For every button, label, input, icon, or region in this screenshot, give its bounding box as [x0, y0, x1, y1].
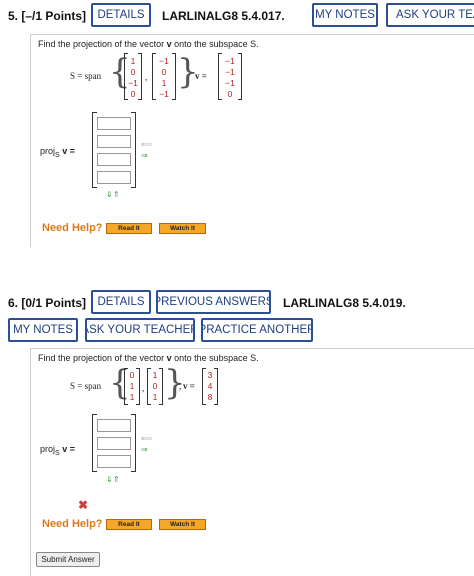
q5-problem-code: LARLINALG8 5.4.017.: [162, 9, 285, 23]
q6-basis-vector-2: 1 0 1: [147, 368, 163, 405]
arrow-right-icon[interactable]: ⇒: [141, 151, 148, 160]
q6-basis-vector-1: 0 1 1: [124, 368, 140, 405]
arrow-right-icon[interactable]: ⇒: [141, 445, 148, 454]
q5-my-notes-button[interactable]: MY NOTES: [312, 3, 378, 27]
q6-details-button[interactable]: DETAILS: [91, 290, 151, 314]
clear-icon[interactable]: ⟸: [141, 140, 153, 149]
q6-vector-v: 3 4 8: [202, 368, 218, 405]
q6-watch-it-button[interactable]: Watch It: [159, 519, 206, 530]
arrow-down-icon[interactable]: ⇓: [106, 475, 113, 484]
q6-answer-input-2[interactable]: [97, 437, 131, 450]
q6-my-notes-button[interactable]: MY NOTES: [8, 318, 78, 342]
q5-ask-teacher-button[interactable]: ASK YOUR TEACH: [386, 3, 474, 27]
clear-icon[interactable]: ⟸: [141, 434, 153, 443]
q5-span-label: S = span: [70, 71, 102, 81]
q5-watch-it-button[interactable]: Watch It: [159, 223, 206, 234]
q6-answer-input-3[interactable]: [97, 455, 131, 468]
q6-comma: ,: [142, 383, 145, 393]
q5-right-brace: }: [177, 52, 199, 92]
q5-need-help-label: Need Help?: [42, 222, 103, 234]
q6-span-label: S = span: [70, 381, 102, 391]
q5-answer-matrix: [92, 112, 136, 188]
q5-vector-v: −1 −1 −1 0: [218, 53, 242, 100]
q6-previous-answers-button[interactable]: PREVIOUS ANSWERS: [156, 290, 271, 314]
q6-submit-answer-button[interactable]: Submit Answer: [36, 552, 100, 567]
q5-number: 5. [–/1 Points]: [8, 9, 87, 23]
q6-v-label: v =: [183, 381, 195, 391]
arrow-up-icon[interactable]: ⇑: [113, 475, 120, 484]
q5-basis-vector-1: 1 0 −1 0: [124, 53, 142, 100]
q5-prompt: Find the projection of the vector v onto…: [38, 39, 259, 49]
q5-answer-input-3[interactable]: [97, 153, 131, 166]
q5-details-button[interactable]: DETAILS: [91, 3, 151, 27]
q6-practice-another-button[interactable]: PRACTICE ANOTHER: [201, 318, 313, 342]
q6-right-brace: }: [164, 363, 186, 403]
q5-basis-vector-2: −1 0 1 −1: [152, 53, 176, 100]
q5-answer-input-1[interactable]: [97, 117, 131, 130]
q5-v-label: v =: [195, 71, 207, 81]
q5-left-brace: {: [109, 52, 131, 92]
q6-left-brace: {: [109, 363, 131, 403]
q6-prompt: Find the projection of the vector v onto…: [38, 353, 259, 363]
q6-need-help-label: Need Help?: [42, 518, 103, 530]
q5-read-it-button[interactable]: Read It: [106, 223, 152, 234]
q5-question-panel: [30, 34, 474, 247]
q6-answer-matrix: [92, 414, 136, 472]
q6-comma-2: ,: [179, 381, 182, 391]
incorrect-x-icon: ✖: [78, 498, 89, 512]
q5-answer-input-2[interactable]: [97, 135, 131, 148]
arrow-up-icon[interactable]: ⇑: [113, 190, 120, 199]
q6-question-panel: [30, 348, 474, 576]
q6-number: 6. [0/1 Points]: [8, 296, 87, 310]
arrow-down-icon[interactable]: ⇓: [106, 190, 113, 199]
q5-proj-label: projS v =: [40, 146, 75, 159]
q5-answer-input-4[interactable]: [97, 171, 131, 184]
q6-problem-code: LARLINALG8 5.4.019.: [283, 296, 406, 310]
q6-proj-label: projS v =: [40, 444, 75, 457]
q6-read-it-button[interactable]: Read It: [106, 519, 152, 530]
q5-comma: ,: [145, 72, 148, 82]
q6-ask-teacher-button[interactable]: ASK YOUR TEACHER: [85, 318, 195, 342]
q6-answer-input-1[interactable]: [97, 419, 131, 432]
